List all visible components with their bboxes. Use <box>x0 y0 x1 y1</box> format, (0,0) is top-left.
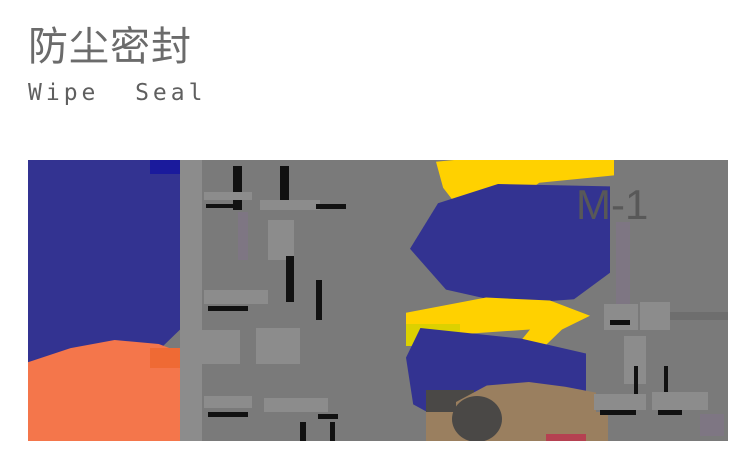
gray-speck-22 <box>604 304 638 330</box>
gray-speck-12 <box>208 306 248 311</box>
gray-speck-3 <box>204 192 252 200</box>
gray-speck-17 <box>264 398 328 412</box>
gray-speck-1 <box>233 166 242 210</box>
gray-speck-7 <box>238 212 248 260</box>
page-header: 防尘密封 Wipe Seal <box>28 22 288 110</box>
gray-speck-16 <box>208 412 248 417</box>
gray-speck-15 <box>204 396 252 408</box>
gray-speck-13 <box>188 330 240 364</box>
gray-speck-24 <box>610 320 630 325</box>
gray-speck-30 <box>600 410 636 415</box>
page-title-english: Wipe Seal <box>28 80 207 106</box>
gray-speck-32 <box>658 410 682 415</box>
page-title-chinese: 防尘密封 <box>28 24 192 70</box>
dark-circle-shape <box>452 396 502 441</box>
red-strip-shape <box>546 434 586 441</box>
orange-shape-left-shadow <box>150 348 180 368</box>
gray-speck-31 <box>652 392 708 410</box>
gray-speck-23 <box>640 302 670 330</box>
gray-speck-2 <box>280 166 289 210</box>
gray-speck-6 <box>316 204 346 209</box>
product-label-m1: M-1 <box>576 181 649 228</box>
gray-speck-14 <box>256 328 300 364</box>
blue-shape-left <box>28 160 180 362</box>
gray-speck-19 <box>300 422 306 441</box>
gray-speck-21 <box>616 222 630 318</box>
gray-speck-10 <box>316 280 322 320</box>
gray-speck-5 <box>260 200 320 210</box>
gray-speck-11 <box>204 290 268 304</box>
gray-band-1 <box>180 160 202 441</box>
gray-speck-18 <box>318 414 338 419</box>
gray-speck-9 <box>286 256 294 302</box>
gray-speck-27 <box>634 366 638 402</box>
gray-speck-26 <box>624 336 646 384</box>
gray-speck-20 <box>330 422 335 441</box>
gray-speck-25 <box>670 312 728 320</box>
blue-shape-left-notch <box>150 160 180 174</box>
product-photo: M-1 <box>28 160 728 441</box>
gray-speck-4 <box>206 204 242 208</box>
gray-speck-8 <box>268 220 294 260</box>
gray-speck-33 <box>700 414 724 436</box>
gray-speck-29 <box>594 394 646 410</box>
blue-shape-right <box>410 184 610 304</box>
gray-speck-28 <box>664 366 668 402</box>
